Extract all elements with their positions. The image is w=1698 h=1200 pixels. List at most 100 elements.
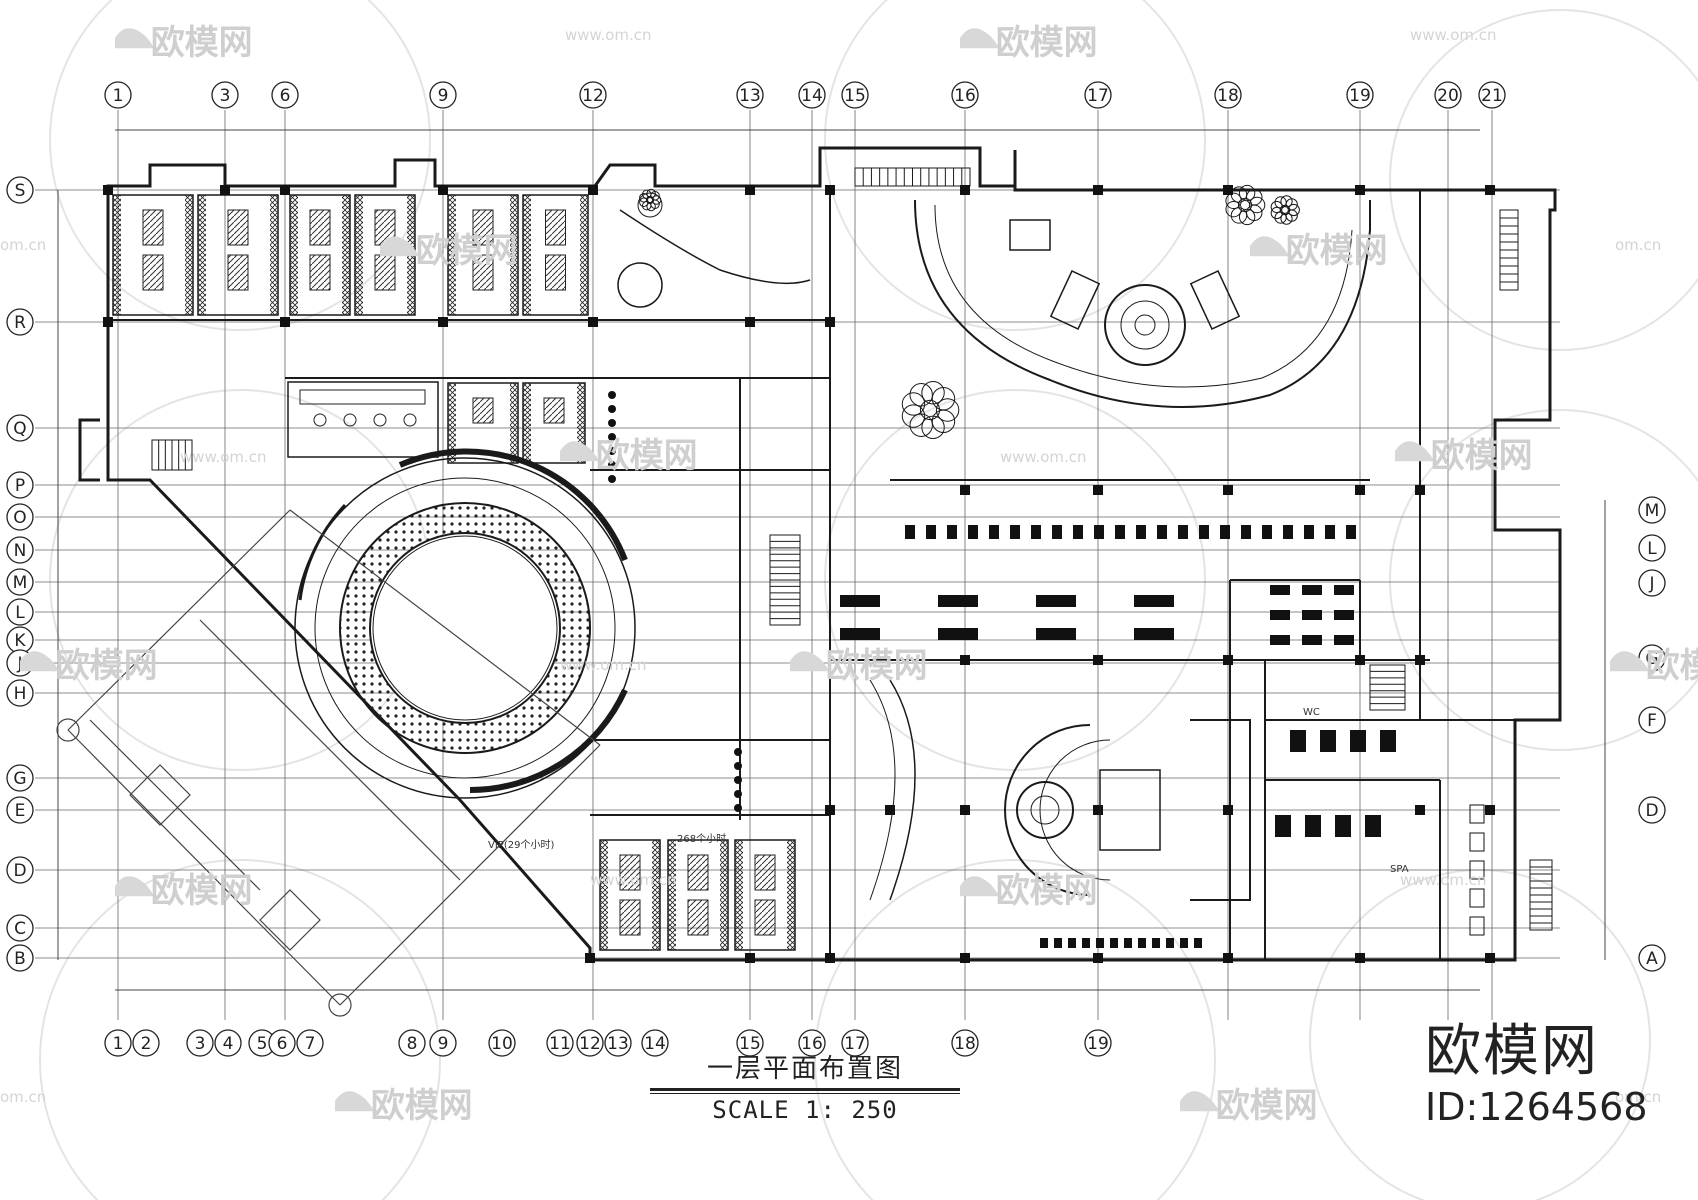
svg-text:3: 3 [195, 1034, 206, 1054]
svg-text:欧模网: 欧模网 [1431, 436, 1533, 476]
seat [608, 447, 616, 455]
svg-text:H: H [14, 684, 27, 704]
seat [938, 628, 978, 640]
column [1485, 805, 1495, 815]
spa-bed [1469, 832, 1485, 852]
staircase [1529, 859, 1553, 931]
seat [1040, 938, 1048, 948]
grid-axis-bubble: L [1638, 534, 1666, 562]
grid-axis-bubble: 15 [841, 81, 869, 109]
column [825, 805, 835, 815]
column [745, 185, 755, 195]
watermark-logo: 欧模网 [19, 646, 158, 686]
seat [1290, 730, 1306, 752]
seat [1010, 525, 1020, 539]
grid-axis-bubble: 18 [1214, 81, 1242, 109]
interior-walls [108, 186, 1515, 960]
svg-text:15: 15 [739, 1034, 761, 1054]
seat [1334, 610, 1354, 620]
svg-text:G: G [13, 769, 26, 789]
seat [1283, 525, 1293, 539]
seat [1036, 628, 1076, 640]
column [1485, 185, 1495, 195]
seat [938, 595, 978, 607]
svg-text:欧模网: 欧模网 [151, 871, 253, 911]
seat [1270, 585, 1290, 595]
column [745, 317, 755, 327]
dimension-lines [57, 129, 1606, 991]
seat [1199, 525, 1209, 539]
svg-text:8: 8 [407, 1034, 418, 1054]
grid-axis-bubble: 14 [641, 1029, 669, 1057]
svg-text:欧模网: 欧模网 [996, 23, 1098, 63]
watermark-logo: 欧模网 [789, 646, 928, 686]
private-room [522, 194, 589, 316]
svg-text:P: P [15, 476, 25, 496]
column [103, 185, 113, 195]
structural-columns [103, 185, 1495, 963]
private-rooms-top [112, 194, 796, 951]
column [438, 185, 448, 195]
column [585, 953, 595, 963]
grid-axis-bubble: 20 [1434, 81, 1462, 109]
watermark-url: www.om.cn [560, 656, 647, 674]
seat [1270, 635, 1290, 645]
grid-axis-bubble: G [6, 764, 34, 792]
seat [1096, 938, 1104, 948]
column [588, 185, 598, 195]
column [1415, 805, 1425, 815]
grid-axis-bubble: 1 [104, 81, 132, 109]
column [280, 185, 290, 195]
svg-text:A: A [1646, 949, 1658, 969]
watermark-logo: 欧模网 [1395, 436, 1533, 476]
grid-axis-bubble: 10 [488, 1029, 516, 1057]
seat [1036, 595, 1076, 607]
seating-rows [608, 391, 1485, 948]
column [1093, 185, 1103, 195]
seat [1134, 628, 1174, 640]
svg-text:M: M [1645, 501, 1660, 521]
private-room [667, 839, 729, 951]
watermark-logo: 欧模网 [1180, 1086, 1318, 1126]
column [960, 185, 970, 195]
seat [1194, 938, 1202, 948]
svg-text:欧模网: 欧模网 [596, 436, 698, 476]
private-room [289, 194, 351, 316]
seat [1082, 938, 1090, 948]
grid-axis-bubble: M [6, 568, 34, 596]
column [1093, 805, 1103, 815]
svg-text:6: 6 [277, 1034, 288, 1054]
staircase [1369, 664, 1406, 711]
seat [1335, 815, 1351, 837]
watermark-url: om.cn [0, 236, 46, 254]
seat [926, 525, 936, 539]
grid-axis-bubble: 16 [951, 81, 979, 109]
seat [1305, 815, 1321, 837]
svg-text:S: S [15, 181, 26, 201]
column [1415, 485, 1425, 495]
tree-clusters [639, 184, 1300, 440]
grid-axis-bubble: 7 [296, 1029, 324, 1057]
watermark-url: www.om.cn [590, 871, 677, 889]
seat [1220, 525, 1230, 539]
grid-axis-bubble: 18 [951, 1029, 979, 1057]
tree [639, 188, 662, 212]
svg-text:18: 18 [954, 1034, 976, 1054]
svg-text:欧模网: 欧模网 [416, 231, 518, 271]
title-underline-thin [650, 1093, 960, 1094]
private-room [447, 382, 519, 464]
svg-text:C: C [14, 919, 26, 939]
svg-text:17: 17 [844, 1034, 866, 1054]
grid-axis-bubble: 8 [398, 1029, 426, 1057]
watermark-logo: 欧模网 [959, 23, 1098, 63]
svg-text:20: 20 [1437, 86, 1459, 106]
grid-axis-bubble: O [6, 503, 34, 531]
grid-axis-bubble: 12 [579, 81, 607, 109]
column [960, 655, 970, 665]
seat [1334, 585, 1354, 595]
seat [1346, 525, 1356, 539]
svg-text:5: 5 [257, 1034, 268, 1054]
column [1093, 485, 1103, 495]
spa-bed [1469, 804, 1485, 824]
grid-axis-bubble: D [6, 856, 34, 884]
